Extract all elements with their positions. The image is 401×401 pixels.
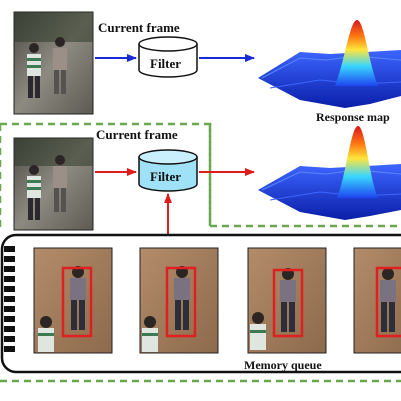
response-map-surface-icon-bottom bbox=[258, 126, 401, 220]
bottom-filter-label: Filter bbox=[150, 169, 182, 184]
memory-crop-3 bbox=[247, 247, 327, 354]
response-map-surface-icon-top bbox=[258, 20, 401, 108]
bottom-frame-label: Current frame bbox=[96, 127, 178, 142]
memory-crop-2 bbox=[139, 247, 219, 354]
top-filter-label: Filter bbox=[150, 56, 182, 71]
memory-crop-4 bbox=[353, 247, 401, 354]
film-strip-icon bbox=[4, 246, 15, 352]
filter-cylinder-icon-top bbox=[138, 36, 198, 78]
top-frame-label: Current frame bbox=[98, 20, 180, 35]
top-frame-image bbox=[13, 11, 94, 115]
response-map-label: Response map bbox=[316, 110, 390, 124]
memory-crop-1 bbox=[33, 247, 113, 354]
filter-cylinder-icon-bottom bbox=[138, 149, 198, 192]
bottom-frame-image bbox=[13, 137, 94, 231]
memory-queue-label: Memory queue bbox=[244, 358, 322, 372]
